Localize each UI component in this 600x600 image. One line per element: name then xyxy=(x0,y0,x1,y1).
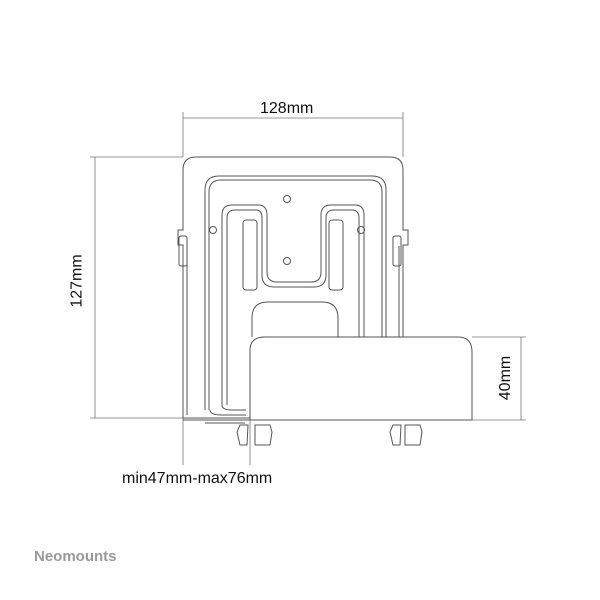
brand-logo: Neomounts xyxy=(34,548,117,565)
range-label: min47mm-max76mm xyxy=(122,470,273,487)
depth-label: 40mm xyxy=(497,355,515,401)
height-label: 127mm xyxy=(68,254,86,308)
back-plate xyxy=(177,156,409,419)
shelf-box xyxy=(183,336,473,424)
width-label: 128mm xyxy=(260,100,314,117)
dimension-lines xyxy=(90,112,526,465)
clamp-feet xyxy=(236,424,423,446)
